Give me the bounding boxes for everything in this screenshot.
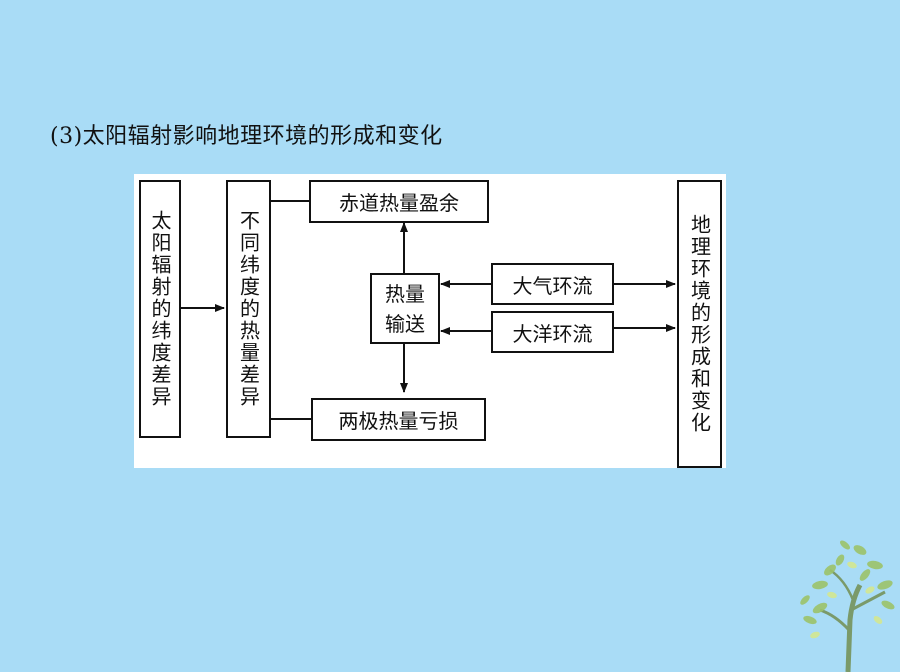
box-heat-transport-line1: 热量 xyxy=(385,281,425,306)
box-polar-heat-deficit: 两极热量亏损 xyxy=(311,398,486,441)
box-equator-heat-surplus: 赤道热量盈余 xyxy=(309,180,489,223)
box-heat-transport: 热量 输送 xyxy=(370,273,440,344)
flow-diagram: 太阳辐射的纬度差异 不同纬度的热量差异 赤道热量盈余 热量 输送 大气环流 大洋… xyxy=(134,174,726,468)
box-polar-label: 两极热量亏损 xyxy=(338,409,459,433)
box-equator-label: 赤道热量盈余 xyxy=(339,191,459,215)
box-atmospheric-circulation: 大气环流 xyxy=(491,263,614,305)
box-ocean-label: 大洋环流 xyxy=(512,321,593,346)
box-latitude-heat-label: 不同纬度的热量差异 xyxy=(236,210,261,408)
box-ocean-circulation: 大洋环流 xyxy=(491,311,614,353)
tree-decoration-icon xyxy=(800,540,895,672)
box-solar-latitude-difference: 太阳辐射的纬度差异 xyxy=(139,180,181,438)
box-heat-transport-line2: 输送 xyxy=(385,311,425,336)
box-geographic-environment: 地理环境的形成和变化 xyxy=(677,180,722,468)
box-atmos-label: 大气环流 xyxy=(512,273,593,298)
connector-lines xyxy=(181,200,676,420)
box-latitude-heat-difference: 不同纬度的热量差异 xyxy=(226,180,271,438)
box-solar-label: 太阳辐射的纬度差异 xyxy=(148,210,172,408)
box-geo-label: 地理环境的形成和变化 xyxy=(687,214,712,434)
page-title: (3)太阳辐射影响地理环境的形成和变化 xyxy=(50,124,443,149)
